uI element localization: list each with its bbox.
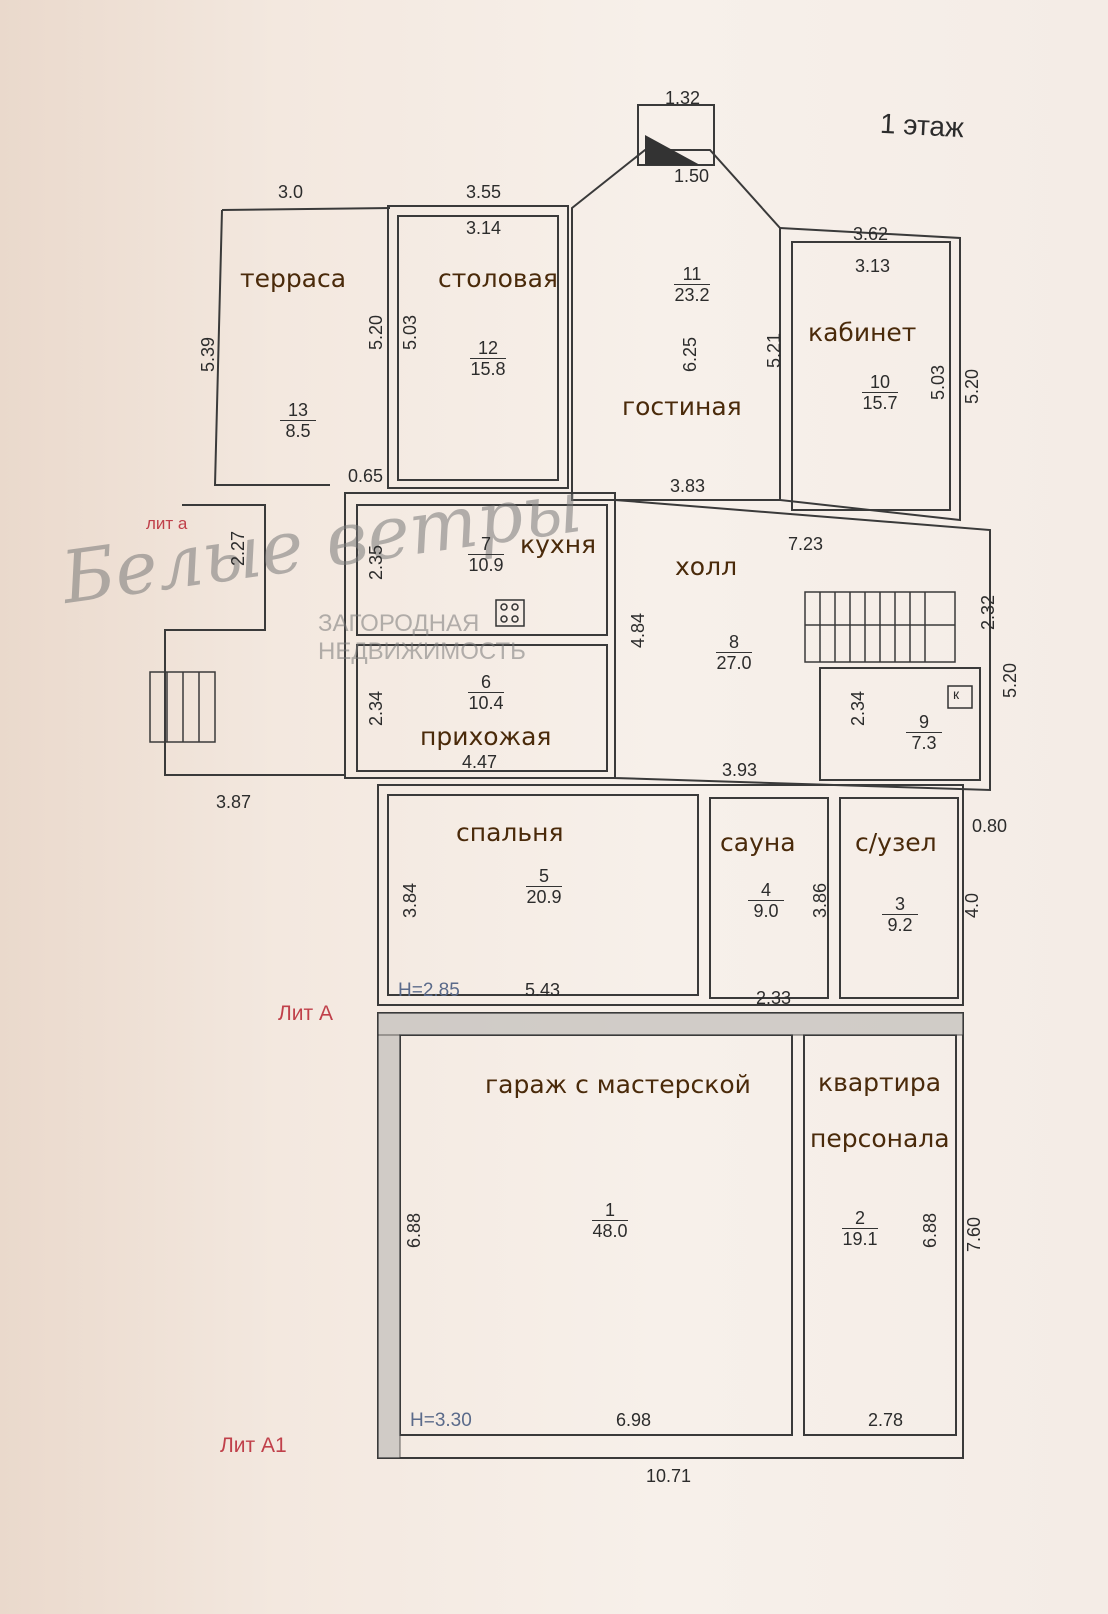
liter-A: Лит А: [278, 1002, 333, 1025]
dim-label: 0.65: [348, 466, 384, 486]
room-label-wc: с/узел: [855, 828, 937, 857]
room-label-dining: столовая: [438, 264, 558, 293]
dim-label: 4.84: [628, 612, 648, 648]
study-walls: [779, 226, 961, 522]
porch-steps: [149, 671, 216, 743]
room-label-living: гостиная: [622, 392, 742, 421]
liter-small-a: лит а: [146, 514, 188, 533]
ceiling-height-a: H=2.85: [398, 980, 460, 1001]
dim-label: 3.0: [278, 182, 304, 202]
ceiling-height-a1: H=3.30: [410, 1410, 472, 1431]
wc-walls: [839, 797, 959, 999]
watermark-line2: НЕДВИЖИМОСТЬ: [318, 638, 526, 665]
hall-entry-walls: [356, 644, 608, 772]
dim-label: 2.27: [228, 530, 248, 566]
dim-label: 6.88: [404, 1212, 424, 1248]
dim-label: 6.88: [920, 1212, 940, 1248]
dim-label: 5.03: [928, 364, 948, 400]
dim-label: 3.62: [853, 224, 889, 244]
dim-label: 3.84: [400, 882, 420, 918]
dim-label: 2.32: [978, 594, 998, 630]
dim-label: 7.23: [788, 534, 824, 554]
dim-label: 0.80: [972, 816, 1008, 836]
dim-label: 5.21: [764, 332, 784, 368]
dim-label: 2.34: [366, 690, 386, 726]
dim-label: 3.83: [670, 476, 706, 496]
stairs: [804, 591, 956, 663]
sauna-walls: [709, 797, 829, 999]
stove-icon: [495, 599, 525, 627]
room-label-study: кабинет: [808, 318, 917, 347]
dim-label: 5.20: [366, 314, 386, 350]
watermark-line1: ЗАГОРОДНАЯ: [318, 610, 480, 637]
living-walls: [571, 149, 781, 501]
fireplace-icon: [645, 135, 700, 165]
room-label-hall: холл: [675, 552, 738, 581]
dim-label: 5.39: [198, 336, 218, 372]
bedroom-walls: [387, 794, 699, 996]
dim-label: 2.34: [848, 690, 868, 726]
room-label-bedroom: спальня: [456, 818, 564, 847]
dim-label: 5.20: [962, 368, 982, 404]
hall-walls: [614, 498, 991, 792]
dim-label: 7.60: [964, 1216, 984, 1252]
dim-label: 4.47: [462, 752, 498, 772]
dining-walls: [387, 205, 569, 489]
dim-label: 6.25: [680, 336, 700, 372]
dim-label: 1.50: [674, 166, 710, 186]
dim-label: 4.0: [962, 892, 982, 918]
dim-label: 5.20: [1000, 662, 1020, 698]
dim-label: 2.35: [366, 544, 386, 580]
dim-label: 3.55: [466, 182, 502, 202]
dim-label: 2.33: [756, 988, 792, 1008]
room9-walls: [819, 667, 981, 781]
dim-label: 5.43: [525, 980, 561, 1000]
dim-label: 10.71: [646, 1466, 692, 1486]
dim-label: 3.86: [810, 882, 830, 918]
room-label-sauna: сауна: [720, 828, 796, 857]
room-label-terrace: терраса: [240, 264, 347, 293]
kitchen-walls: [356, 504, 608, 636]
floor-title: 1 этаж: [879, 107, 965, 144]
room-label-garage: гараж с мастерской: [485, 1070, 751, 1099]
room-label-staff-1: квартира: [818, 1068, 942, 1097]
terrace-outline: [213, 209, 330, 486]
dim-label: 1.32: [665, 88, 701, 108]
dim-label: 3.14: [466, 218, 502, 238]
dim-label: 3.13: [855, 256, 891, 276]
annex-outline: [164, 504, 345, 776]
dim-label: 2.78: [868, 1410, 904, 1430]
boiler-label: к: [953, 686, 960, 702]
room-label-entry: прихожая: [420, 722, 552, 751]
dim-label: 3.93: [722, 760, 758, 780]
room-label-kitchen: кухня: [520, 530, 597, 559]
liter-A1: Лит А1: [220, 1434, 287, 1457]
dim-label: 5.03: [400, 314, 420, 350]
dim-label: 6.98: [616, 1410, 652, 1430]
dim-label: 3.87: [216, 792, 252, 812]
boiler-icon: [947, 685, 973, 709]
room-label-staff-2: персонала: [810, 1124, 950, 1153]
